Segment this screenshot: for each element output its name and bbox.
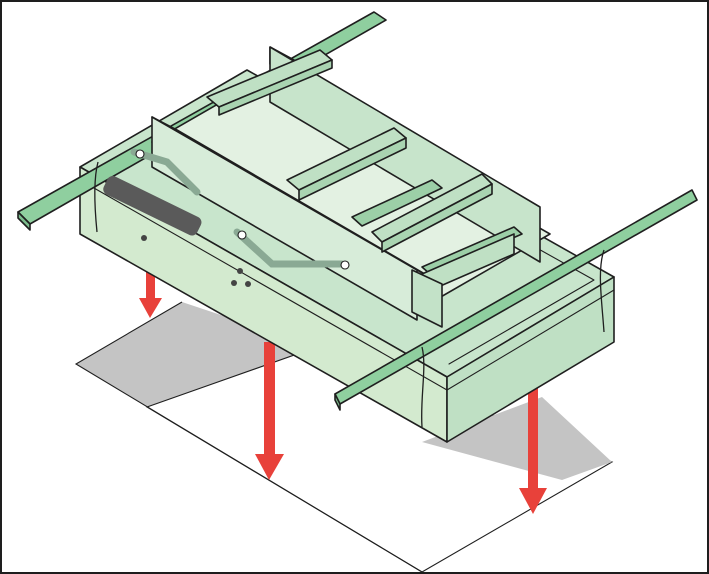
rail-ties [94, 161, 605, 428]
opening-shadow-right [422, 397, 612, 480]
hinge-mechanism [103, 148, 350, 270]
rung-3 [371, 173, 493, 253]
hinge-bolt-2 [237, 230, 247, 240]
ladder-sections [151, 46, 551, 328]
stringer-front-face [151, 116, 418, 321]
spring [103, 176, 202, 236]
hinge-arm-lower [233, 228, 346, 268]
hinge-arm-upper [130, 148, 201, 196]
folded-section [351, 179, 523, 295]
ladder-faceplate [411, 269, 443, 328]
tie-front [420, 346, 425, 428]
tie-left [94, 161, 99, 233]
hinge-bolt-3 [340, 260, 350, 270]
support-rail-front [334, 189, 698, 411]
frame-right-side [446, 276, 615, 443]
arrow-left [139, 272, 162, 318]
arrow-center [255, 342, 284, 480]
rung-2 [286, 127, 407, 201]
hinge-bolt-1 [135, 149, 145, 159]
lowering-arrows [139, 272, 547, 514]
rung-1 [206, 49, 333, 116]
arrow-right [519, 388, 547, 514]
front-screws [141, 235, 251, 287]
tie-right [599, 249, 605, 333]
opening-outline [74, 301, 423, 572]
